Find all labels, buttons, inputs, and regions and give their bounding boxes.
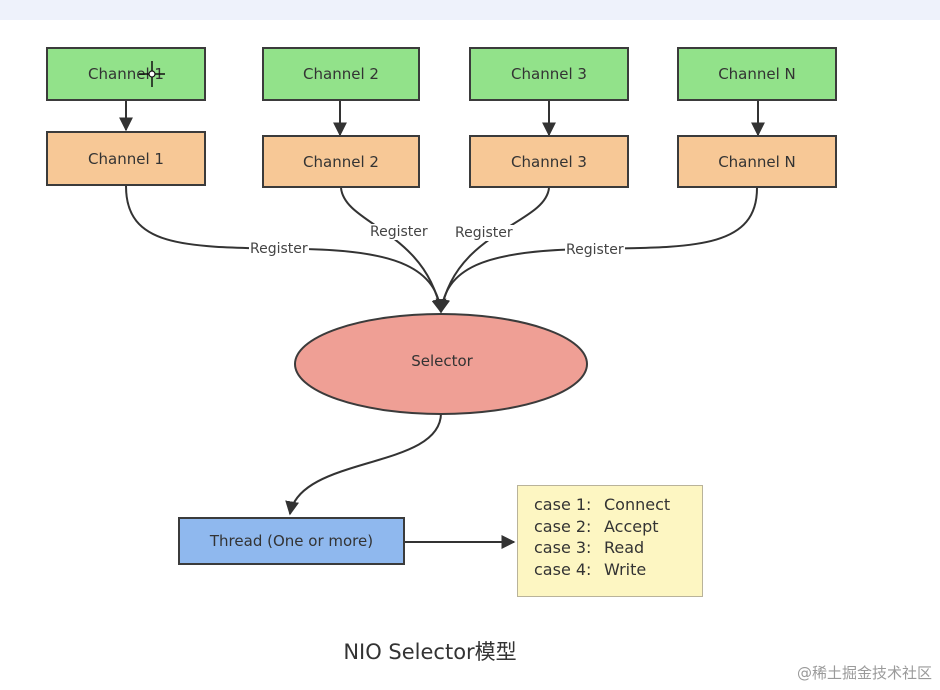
thread-box: Thread (One or more) [178,517,405,565]
case-row-3: case 3: Read [534,537,702,559]
crosshair-cursor-icon [139,61,165,87]
case-row-2: case 2: Accept [534,516,702,538]
register-label-1: Register [249,241,309,257]
selector-to-thread [285,412,442,516]
top-channel-1-label: Channel 1 [88,65,164,83]
channel-n-label: Channel N [718,152,796,171]
channel-2: Channel 2 [262,135,420,188]
case-1-label: case 1: [534,495,592,514]
top-bar [0,0,940,20]
selector-ellipse [294,313,588,415]
case-3-label: case 3: [534,538,592,557]
watermark: @稀土掘金技术社区 [796,664,932,682]
top-channel-3-label: Channel 3 [511,65,587,83]
case-row-4: case 4: Write [534,559,702,581]
top-channel-2: Channel 2 [262,47,420,101]
register-label-2: Register [369,224,429,240]
case-3-value: Read [604,538,645,557]
register-label-n: Register [565,242,625,258]
top-channel-3: Channel 3 [469,47,629,101]
thread-label: Thread (One or more) [209,532,374,550]
channel-3: Channel 3 [469,135,629,188]
channel-1: Channel 1 [46,131,206,186]
channel-2-label: Channel 2 [303,152,379,171]
case-2-value: Accept [604,516,659,536]
register-curve-2 [340,187,446,314]
case-row-1: case 1: Connect [534,494,702,516]
register-label-3: Register [454,225,514,241]
case-4-label: case 4: [534,559,592,579]
channel-3-label: Channel 3 [511,152,587,171]
top-channel-1: Channel 1 [46,47,206,101]
top-channel-n-label: Channel N [718,65,796,83]
case-4-value: Write [604,559,647,579]
selector-label: Selector [411,352,473,370]
top-channel-2-label: Channel 2 [303,65,379,83]
register-curve-3 [436,187,550,314]
channel-n: Channel N [677,135,837,188]
top-channel-n: Channel N [677,47,837,101]
case-2-label: case 2: [534,516,592,536]
case-1-value: Connect [604,495,671,514]
cases-box: case 1: Connect case 2: Accept case 3: R… [517,485,703,597]
diagram-caption: NIO Selector模型 [343,640,517,664]
channel-1-label: Channel 1 [88,149,164,168]
